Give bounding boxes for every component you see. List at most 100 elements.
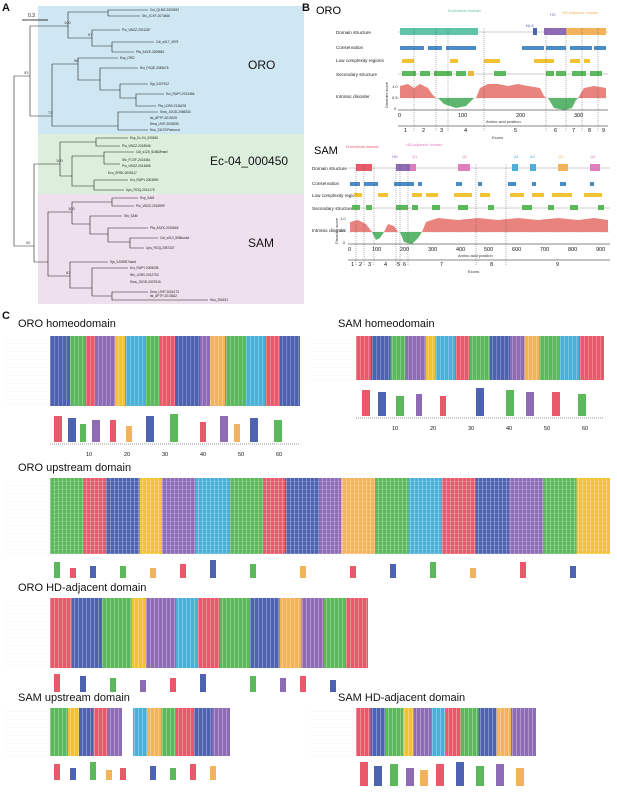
oro-homeodomain-alignment <box>4 336 304 406</box>
leaf-label: Sfo_SAM <box>124 214 138 218</box>
oro-x-axis-label: Amino acid position <box>486 119 521 124</box>
leaf-label: Dvi_FSQE-2045676 <box>140 66 169 70</box>
row-label-domain: Domain structure <box>336 30 371 35</box>
oro-homeodomain-logo <box>50 414 300 445</box>
svg-text:100: 100 <box>68 206 75 211</box>
leaf-label: Sma_JOGD-2007615 <box>130 280 161 284</box>
leaf-label: Cdi_s017_4979 <box>156 40 179 44</box>
leaf-label: Dma_LRIF-2004173 <box>150 290 179 294</box>
ec-clade-box <box>38 134 304 194</box>
svg-text:92: 92 <box>26 240 31 245</box>
leaf-label: Kcr_RAPY-2005028 <box>130 266 159 270</box>
svg-text:Secondary structure: Secondary structure <box>312 206 354 211</box>
sam-hdadj-alignment <box>310 708 610 756</box>
row-label-disorder: Intrinsic disorder <box>336 94 370 99</box>
leaf-label: Ist_APTP-2015225 <box>150 116 177 120</box>
sam-upstream-logo <box>54 762 216 780</box>
sam-exon-numbers: 1 2 3 4 5 6 7 8 9 <box>351 262 559 268</box>
svg-text:8: 8 <box>588 128 591 134</box>
phylogenetic-tree: 0.3 Col_QLMZ-2000353 Sfo_JCXF- <box>13 6 304 304</box>
clade-label-sam: SAM <box>248 236 275 250</box>
sam-hdadj-logo <box>360 762 524 786</box>
sam-clade-box <box>38 194 304 304</box>
svg-text:3: 3 <box>368 262 371 268</box>
svg-text:0: 0 <box>343 240 346 245</box>
legend-sam-hd: HD <box>392 154 398 159</box>
svg-text:4: 4 <box>464 128 467 134</box>
svg-text:0.5: 0.5 <box>340 228 346 233</box>
svg-text:20: 20 <box>430 426 436 432</box>
svg-text:93: 93 <box>24 70 29 75</box>
leaf-label: Pfa_ASZK-2019646 <box>150 226 179 230</box>
nls-domain <box>533 28 537 35</box>
leaf-label: Sja_SJ07912 <box>150 82 169 86</box>
svg-text:9: 9 <box>602 128 605 134</box>
leaf-label: Esp_SAM <box>140 196 155 200</box>
leaf-label: Plo_VBGZ-2021287 <box>122 28 151 32</box>
panel-b-sam-schematic: SAM N-terminal domain HD-adjacent domain… <box>312 142 610 274</box>
svg-text:73: 73 <box>48 110 53 115</box>
leaf-label: Cdi_s125_5166Minsel <box>136 150 168 154</box>
lowcx-track <box>402 59 590 63</box>
svg-text:500: 500 <box>484 247 493 253</box>
svg-text:30: 30 <box>468 426 474 432</box>
conservation-track <box>400 46 606 50</box>
svg-text:3: 3 <box>440 128 443 134</box>
svg-text:Q3: Q3 <box>558 154 564 159</box>
svg-text:Q4: Q4 <box>590 154 596 159</box>
clade-label-ec: Ec-04_000450 <box>210 154 289 168</box>
svg-text:98: 98 <box>74 58 79 63</box>
svg-text:100: 100 <box>372 247 381 253</box>
svg-text:60: 60 <box>582 426 588 432</box>
svg-text:97: 97 <box>88 32 93 37</box>
svg-text:4: 4 <box>384 262 387 268</box>
svg-text:Conservation: Conservation <box>312 181 340 186</box>
svg-text:60: 60 <box>276 452 282 458</box>
svg-text:Low complexity regions: Low complexity regions <box>312 193 360 198</box>
sam-title: SAM <box>314 145 338 157</box>
leaf-label: Sfo_JCXF-2074466 <box>142 14 170 18</box>
leaf-label: Pfa_ASZK-2009851 <box>136 50 165 54</box>
oro-disorder-high <box>400 84 606 98</box>
bootstrap-values: 100 93 97 73 98 100 92 100 63 <box>24 20 93 275</box>
leaf-label: Kcr_RAPY-2003690 <box>130 178 159 182</box>
svg-text:900: 900 <box>596 247 605 253</box>
clade-label-oro: ORO <box>248 58 276 72</box>
leaf-label: Eco_SFBK-2005117 <box>108 171 137 175</box>
svg-text:300: 300 <box>428 247 437 253</box>
oro-hdadj-alignment <box>4 598 424 668</box>
svg-text:1.0: 1.0 <box>340 216 346 221</box>
leaf-label: Plo_VBGZ-2018946 <box>122 144 151 148</box>
oro-title: ORO <box>316 5 342 17</box>
panel-b-letter: B <box>302 2 310 14</box>
leaf-label: Dma_LRIF-2009250 <box>150 122 179 126</box>
sam-upstream-alignment <box>4 708 234 756</box>
svg-text:Q2: Q2 <box>462 154 468 159</box>
legend-sam-nterm: N-terminal domain <box>346 144 379 149</box>
leaf-label: Kcr_RAPY-2013466 <box>166 92 195 96</box>
svg-text:9: 9 <box>556 262 559 268</box>
tree-branches <box>13 9 208 301</box>
hd-domain <box>544 28 566 35</box>
svg-text:10: 10 <box>392 426 398 432</box>
svg-text:200: 200 <box>516 113 525 119</box>
leaf-label: Ist_APTP-2013642 <box>150 294 177 298</box>
legend-nls: NLS <box>526 23 534 28</box>
hdadj-domain <box>566 28 606 35</box>
svg-text:Disorder score: Disorder score <box>334 217 339 244</box>
svg-text:A2: A2 <box>530 154 536 159</box>
oro-upstream-logo <box>54 560 576 578</box>
svg-text:300: 300 <box>574 113 583 119</box>
oro-hdadj-logo <box>54 674 336 692</box>
svg-text:100: 100 <box>56 158 63 163</box>
legend-sam-hdadj: HD-adjacent domain <box>406 142 442 147</box>
leaf-label: Plo_VBGZ-2018999 <box>136 204 165 208</box>
panel-b-oro-schematic: ORO N-terminal domain NLS HD HD-adjacent… <box>316 5 608 140</box>
secondary-track <box>398 71 608 76</box>
oro-leaf-labels: Col_QLMZ-2000353 Sfo_JCXF-2074466 Plo_VB… <box>120 8 195 132</box>
oro-exons-label: Exons <box>492 135 503 140</box>
svg-text:Amino acid position: Amino acid position <box>458 253 493 258</box>
svg-text:1.0: 1.0 <box>392 84 398 89</box>
leaf-label: Pfa_LDRV-2116478 <box>158 104 186 108</box>
leaf-label: Cdi_s010_5056used <box>160 236 189 240</box>
